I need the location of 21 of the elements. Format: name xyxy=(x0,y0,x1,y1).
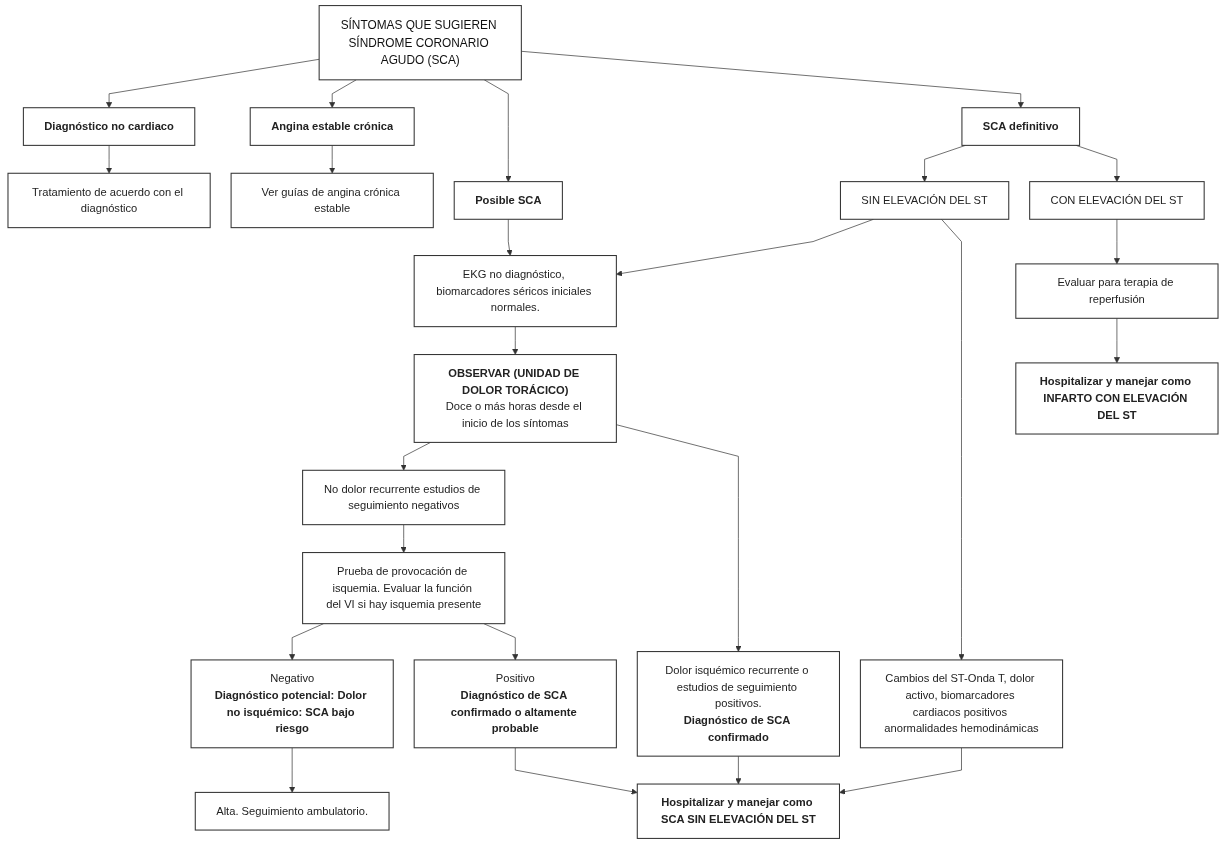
node-box: Alta. Seguimiento ambulatorio. xyxy=(194,791,390,831)
node-box: SCA definitivo xyxy=(961,107,1081,146)
node-box: SÍNTOMAS QUE SUGIEREN SÍNDROME CORONARIO AGUDO (SCA) xyxy=(318,5,522,81)
node-box: SIN ELEVACIÓN DEL ST xyxy=(839,181,1010,220)
node-box: Angina estable crónica xyxy=(249,107,415,146)
node-box: EKG no diagnóstico, biomarcadores séricos iniciales normales. xyxy=(413,255,617,328)
node-box: Cambios del ST-Onda T, dolor activo, biomarcadores cardiacos positivos anormalidades hemodinámicas xyxy=(859,659,1064,749)
node-box: Evaluar para terapia de reperfusión xyxy=(1015,263,1219,319)
node-box: OBSERVAR (UNIDAD DE DOLOR TORÁCICO) Doce o más horas desde el inicio de los síntomas xyxy=(413,354,617,443)
node-box: Positivo Diagnóstico de SCA confirmado o altamente probable xyxy=(413,659,617,749)
node-box: Ver guías de angina crónica estable xyxy=(230,172,434,229)
node-box: Negativo Diagnóstico potencial: Dolor no isquémico: SCA bajo riesgo xyxy=(190,659,394,749)
node-box: Hospitalizar y manejar como SCA SIN ELEVACIÓN DEL ST xyxy=(636,783,840,839)
node-box: Diagnóstico no cardiaco xyxy=(22,107,196,146)
node-box: Dolor isquémico recurrente o estudios de seguimiento positivos. Diagnóstico de SCA confirmado xyxy=(636,651,840,757)
node-box: CON ELEVACIÓN DEL ST xyxy=(1029,181,1205,220)
node-box: No dolor recurrente estudios de seguimiento negativos xyxy=(302,469,506,526)
node-box: Prueba de provocación de isquemia. Evaluar la función del VI si hay isquemia presente xyxy=(302,552,506,625)
node-box: Posible SCA xyxy=(453,181,563,220)
node-box: Tratamiento de acuerdo con el diagnóstico xyxy=(7,172,211,229)
node-box: Hospitalizar y manejar como INFARTO CON ELEVACIÓN DEL ST xyxy=(1015,362,1219,435)
